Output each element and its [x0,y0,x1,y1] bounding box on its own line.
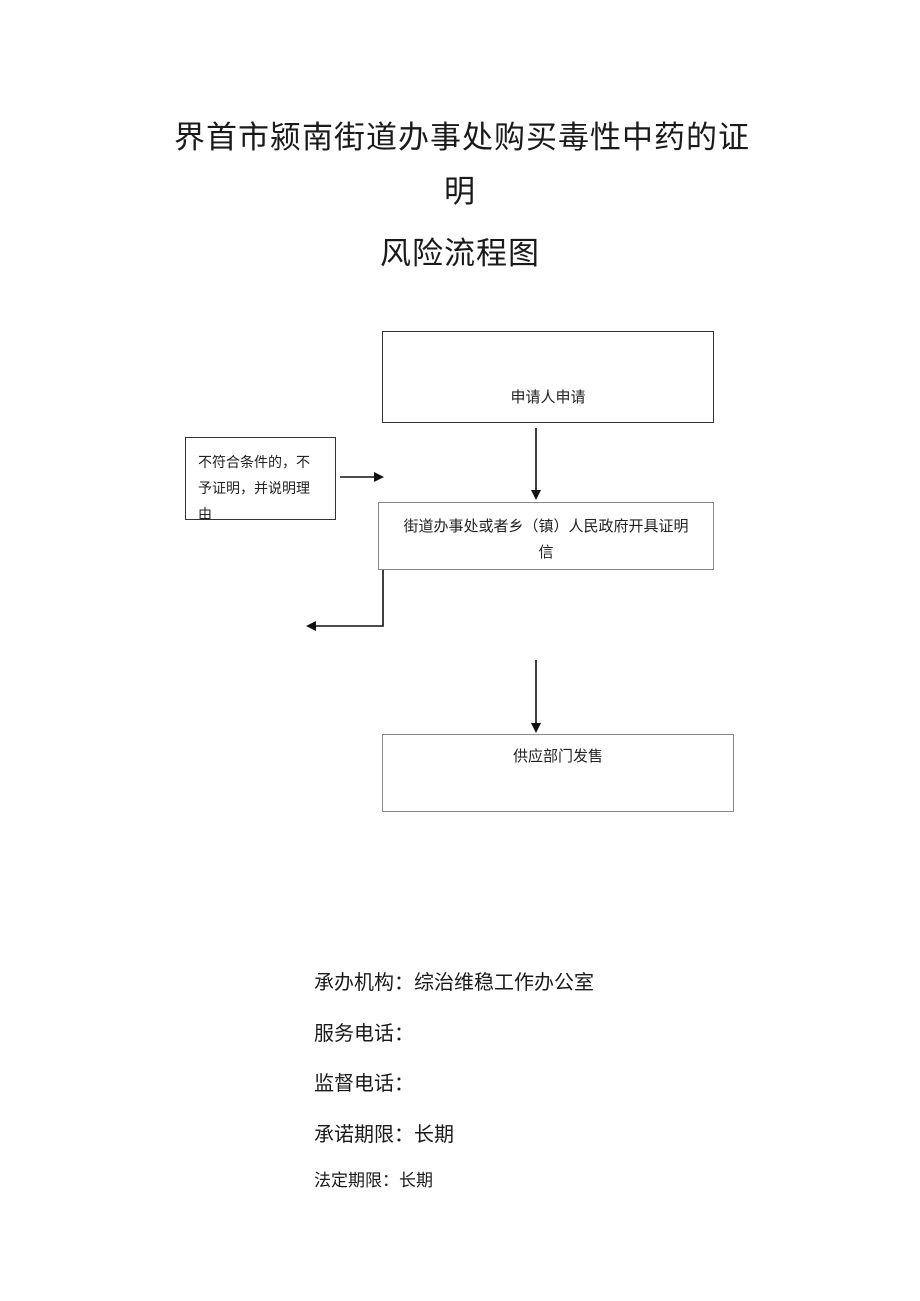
document-title-line-1: 界首市颍南街道办事处购买毒性中药的证 [174,120,750,156]
info-promise-period: 承诺期限：长期 [314,1122,454,1146]
flow-step-certificate: 街道办事处或者乡（镇）人民政府开具证明 信 [378,502,714,570]
flow-step-sale-label: 供应部门发售 [512,747,603,765]
flow-step-reject-label: 不符合条件的，不 予证明，并说明理 由 [198,450,327,520]
reject-label-line-2: 予证明，并说明理 [198,481,310,497]
info-organization: 承办机构：综治维稳工作办公室 [314,970,594,994]
certificate-label-line-2: 信 [538,543,554,561]
flow-step-reject: 不符合条件的，不 予证明，并说明理 由 [185,437,336,520]
reject-label-line-1: 不符合条件的，不 [198,455,310,471]
certificate-label-line-1: 街道办事处或者乡（镇）人民政府开具证明 [403,517,689,535]
reject-label-line-3: 由 [198,507,212,520]
flow-step-sale: 供应部门发售 [382,734,734,812]
document-subtitle: 风险流程图 [380,236,540,272]
flow-step-certificate-label: 街道办事处或者乡（镇）人民政府开具证明 信 [385,513,707,565]
info-supervise-phone: 监督电话： [314,1071,414,1095]
info-legal-period: 法定期限：长期 [314,1171,433,1191]
flow-step-apply: 申请人申请 [382,331,714,423]
document-title-line-2: 明 [444,174,476,210]
flow-step-apply-label: 申请人申请 [510,388,586,406]
arrow-certificate-branch [306,558,384,631]
info-service-phone: 服务电话： [314,1021,414,1045]
